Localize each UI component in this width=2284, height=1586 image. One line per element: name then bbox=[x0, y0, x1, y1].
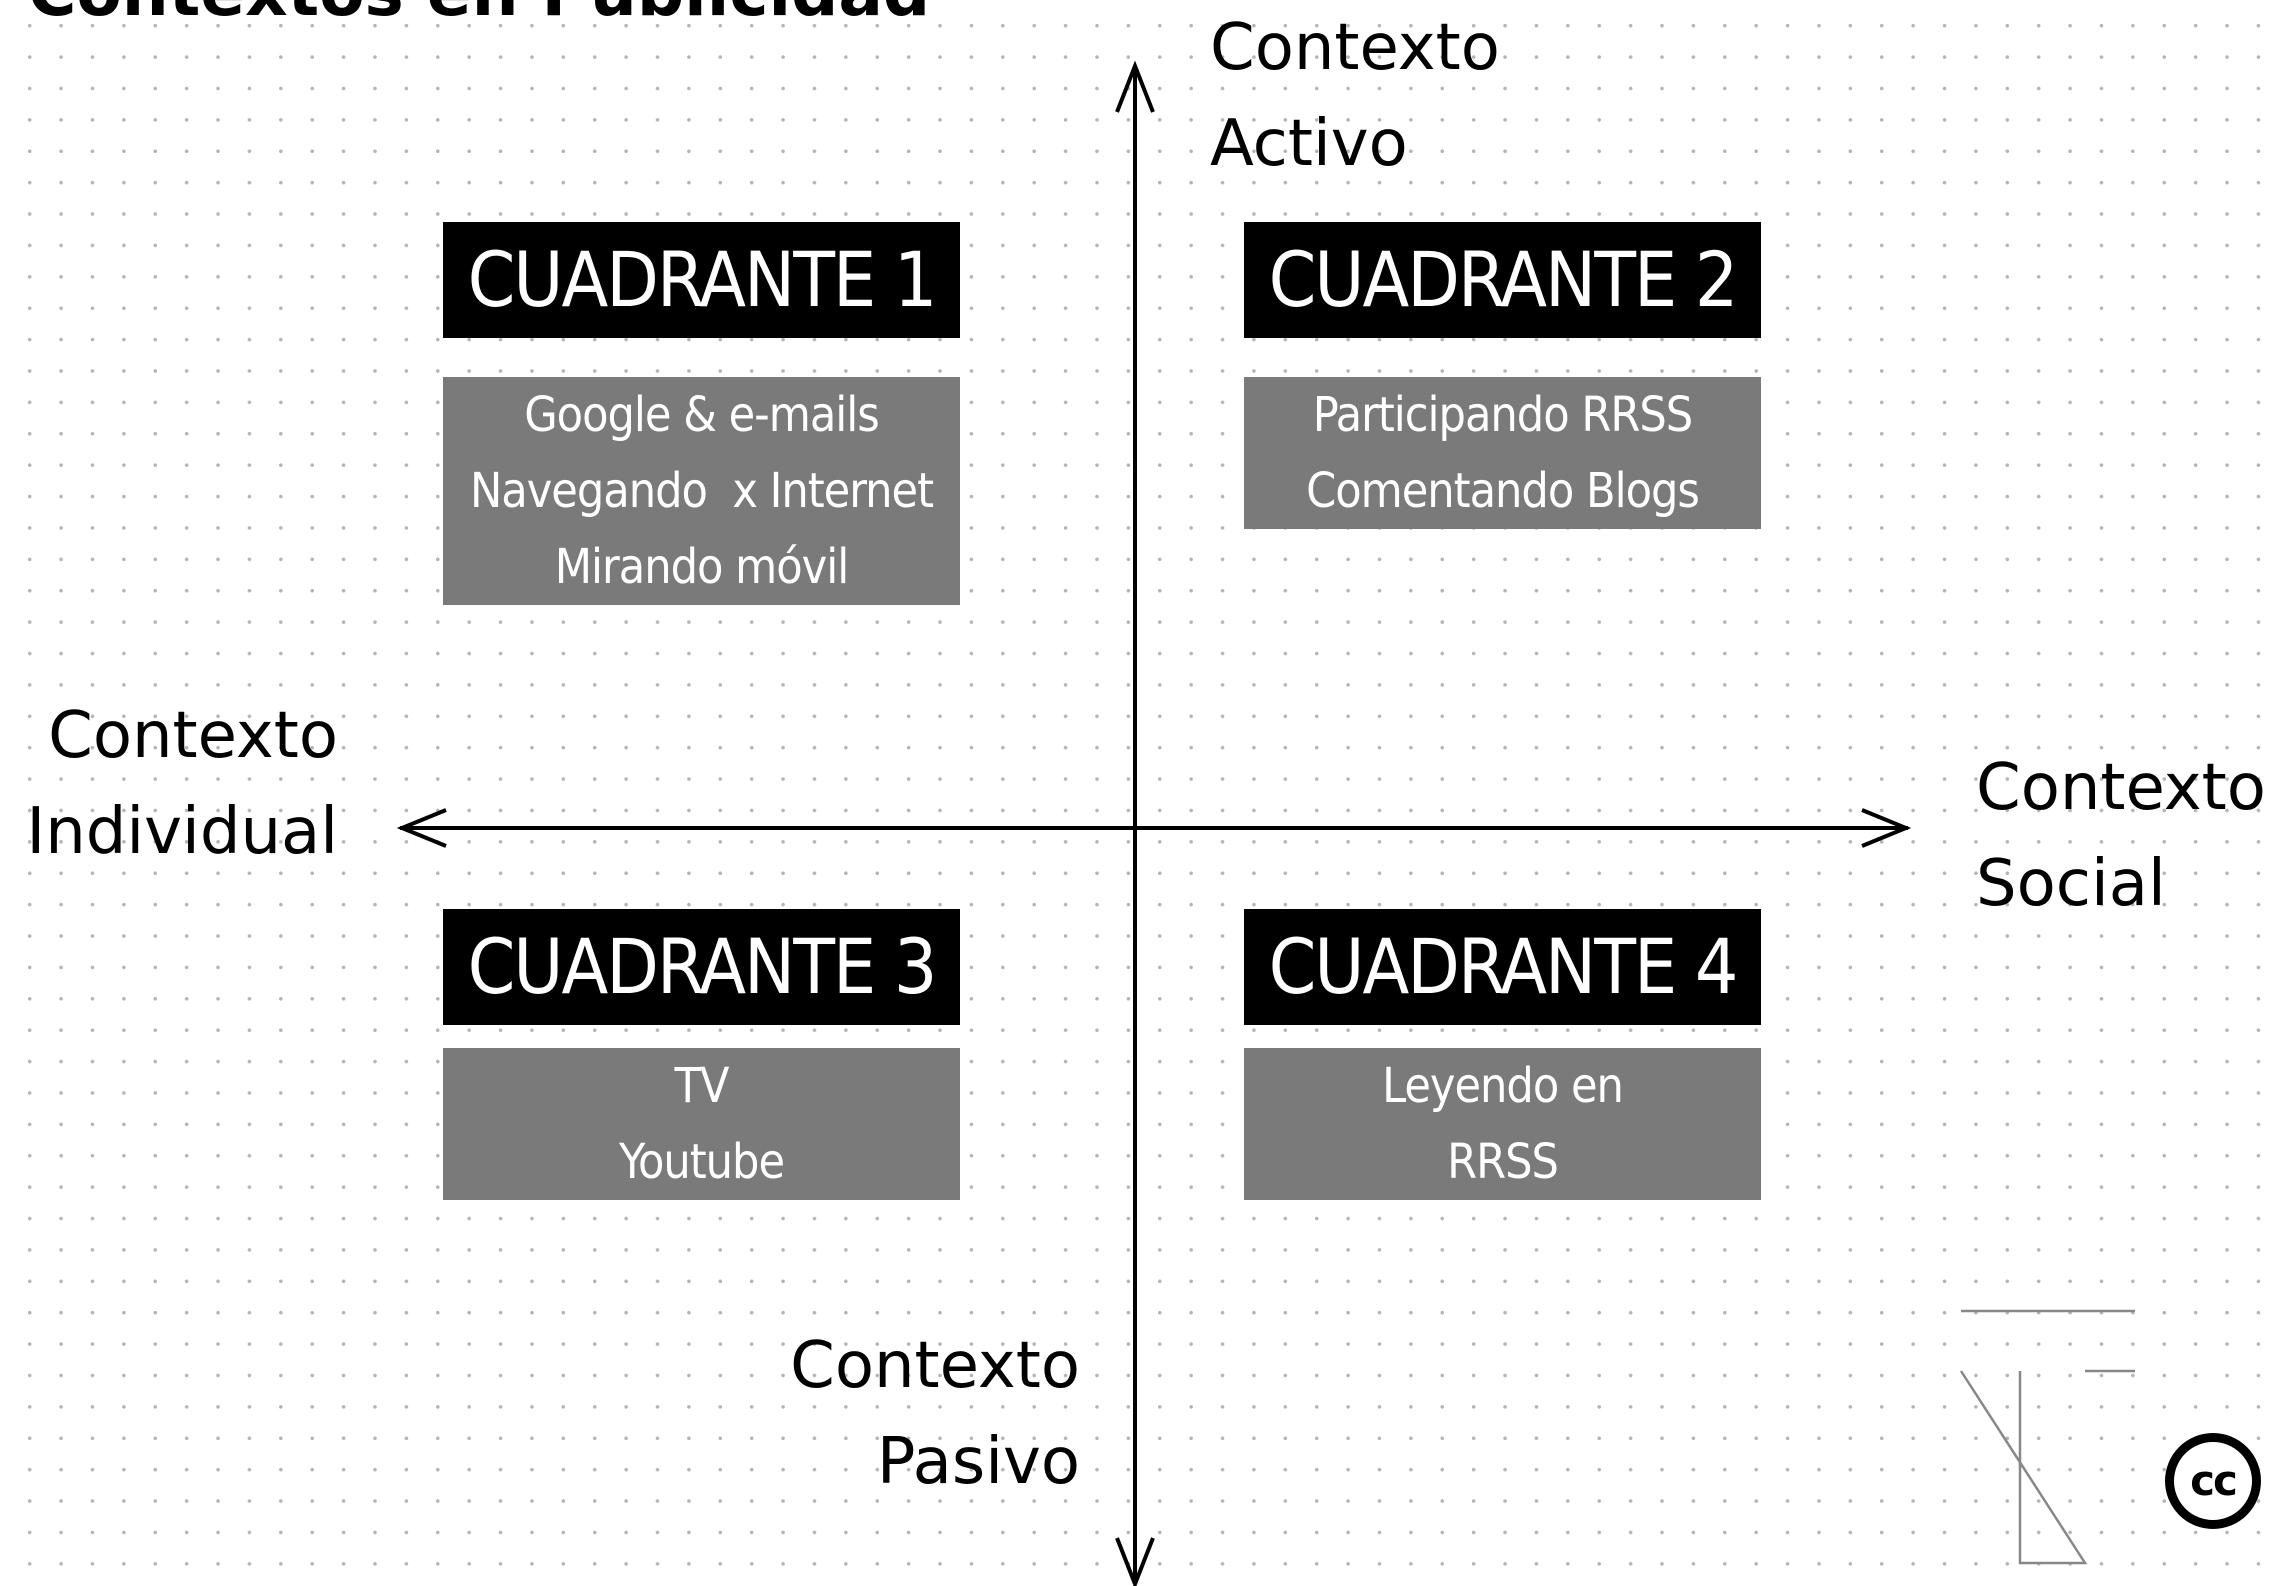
arrow-left-icon bbox=[396, 808, 447, 848]
quadrant-1-item: Mirando móvil bbox=[554, 539, 849, 595]
axis-label-right-line1: Contexto bbox=[1976, 751, 2266, 825]
quadrant-3-item: TV bbox=[674, 1058, 730, 1114]
quadrant-4-header: CUADRANTE 4 bbox=[1244, 909, 1761, 1025]
logo-icon bbox=[1959, 1309, 2135, 1565]
arrow-right-icon bbox=[1861, 808, 1912, 848]
quadrant-1-item: Google & e-mails bbox=[524, 387, 880, 443]
axis-label-left-line2: Individual bbox=[26, 795, 338, 869]
quadrant-2-body: Participando RRSS Comentando Blogs bbox=[1244, 377, 1761, 529]
axis-label-top-line2: Activo bbox=[1210, 107, 1408, 181]
arrow-down-icon bbox=[1115, 1537, 1155, 1586]
quadrant-1-header: CUADRANTE 1 bbox=[443, 222, 960, 338]
quadrant-1-body: Google & e-mails Navegando x Internet Mi… bbox=[443, 377, 960, 605]
quadrant-4-body: Leyendo en RRSS bbox=[1244, 1048, 1761, 1200]
diagram-title: Contextos en Publicidad bbox=[28, 0, 930, 26]
axis-label-right: Contexto Social bbox=[1976, 740, 2266, 932]
axis-label-right-line2: Social bbox=[1976, 847, 2166, 921]
quadrant-3-item: Youtube bbox=[618, 1134, 785, 1190]
axis-label-bottom-line1: Contexto bbox=[790, 1329, 1080, 1403]
quadrant-2-item: Participando RRSS bbox=[1312, 387, 1693, 443]
quadrant-3-header: CUADRANTE 3 bbox=[443, 909, 960, 1025]
creative-commons-icon: cc bbox=[2165, 1433, 2261, 1529]
quadrant-3-body: TV Youtube bbox=[443, 1048, 960, 1200]
axis-label-top-line1: Contexto bbox=[1210, 11, 1500, 85]
arrow-up-icon bbox=[1115, 60, 1155, 113]
quadrant-4-item: Leyendo en bbox=[1382, 1058, 1624, 1114]
quadrant-2-header: CUADRANTE 2 bbox=[1244, 222, 1761, 338]
axis-label-bottom: Contexto Pasivo bbox=[760, 1318, 1080, 1510]
axis-label-left-line1: Contexto bbox=[48, 699, 338, 773]
axis-label-bottom-line2: Pasivo bbox=[876, 1425, 1080, 1499]
axis-label-left: Contexto Individual bbox=[20, 688, 338, 880]
quadrant-1-item: Navegando x Internet bbox=[469, 463, 934, 519]
quadrant-4-item: RRSS bbox=[1447, 1134, 1559, 1190]
quadrant-2-item: Comentando Blogs bbox=[1306, 463, 1700, 519]
axis-label-top: Contexto Activo bbox=[1210, 0, 1500, 192]
